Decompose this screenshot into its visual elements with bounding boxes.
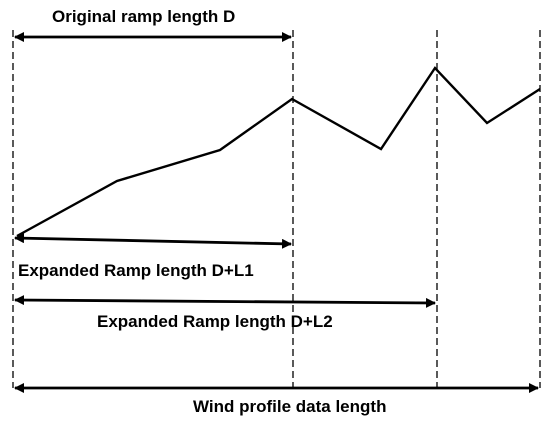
original-ramp-label: Original ramp length D [52, 7, 235, 26]
expanded-l1-label: Expanded Ramp length D+L1 [18, 261, 254, 280]
wind-profile-line [16, 66, 541, 238]
expanded-l1-arrow [14, 233, 292, 249]
expanded-l2-label: Expanded Ramp length D+L2 [97, 312, 333, 331]
expanded-l2-arrow [14, 295, 436, 308]
wind-profile-label: Wind profile data length [193, 397, 386, 416]
